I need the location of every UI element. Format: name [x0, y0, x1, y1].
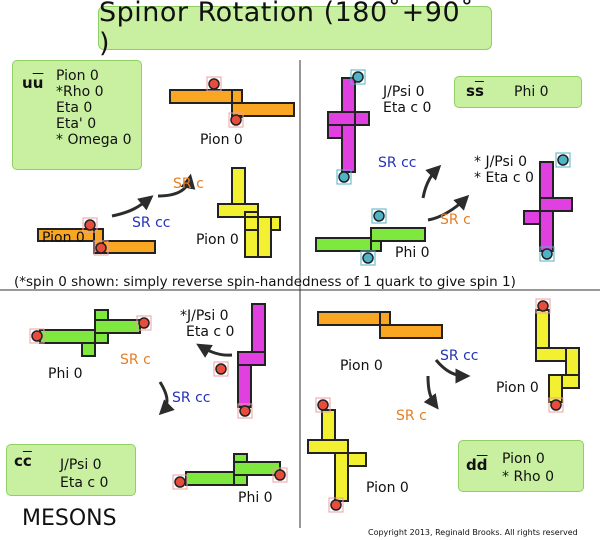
cc-bottom-label: Phi 0	[238, 490, 273, 506]
cc-left-label: Phi 0	[48, 366, 83, 382]
ss-bottom-label: Phi 0	[395, 245, 430, 261]
particle-row: *Rho 0	[56, 84, 104, 100]
cc-right-pair	[237, 303, 266, 408]
quark-pair-label: dd	[466, 456, 488, 474]
cc-right-spins	[213, 361, 253, 419]
sr-cc-label: SR cc	[132, 215, 171, 231]
particle-row: Pion 0	[56, 68, 99, 84]
label-line: Eta c 0	[383, 100, 432, 116]
particle-row: * Rho 0	[502, 469, 554, 485]
sr-cc-arrow	[434, 359, 471, 384]
sr-c-arrow	[157, 173, 196, 198]
label-line: * Eta c 0	[474, 170, 534, 186]
particle-row: Eta' 0	[56, 116, 97, 132]
particle-row: Pion 0	[502, 451, 545, 467]
uu-right-pair	[217, 167, 281, 258]
sr-c-arrow	[423, 375, 439, 410]
ss-bottom-pair	[315, 227, 426, 252]
particle-row: Eta c 0	[60, 475, 109, 491]
label-line: *J/Psi 0	[180, 308, 229, 324]
particle-row: Eta 0	[56, 100, 93, 116]
sr-c-label: SR c	[440, 212, 471, 228]
particle-row: J/Psi 0	[60, 457, 102, 473]
sr-cc-label: SR cc	[440, 348, 479, 364]
dd-bottom-spins	[315, 397, 344, 513]
quark-bar	[169, 89, 233, 104]
cc-panel	[6, 444, 136, 496]
spin-note: (*spin 0 shown: simply reverse spin-hand…	[14, 274, 516, 290]
ss-particle: Phi 0	[514, 84, 549, 100]
dd-right-spins	[535, 298, 564, 413]
sr-c-label: SR c	[396, 408, 427, 424]
category-label: MESONS	[22, 506, 117, 531]
dd-top-pair	[317, 311, 443, 339]
quark-pair-label: ss	[466, 82, 484, 100]
particle-row: * Omega 0	[56, 132, 132, 148]
sr-cc-arrow	[421, 164, 442, 199]
uu-right-label: Pion 0	[196, 232, 239, 248]
dd-bottom-pair	[307, 409, 367, 502]
dd-bottom-label: Pion 0	[366, 480, 409, 496]
uu-left-label: Pion 0	[42, 230, 85, 246]
sr-cc-arrow	[196, 343, 233, 358]
sr-cc-label: SR cc	[172, 390, 211, 406]
quark-pair-label: cc	[14, 452, 32, 470]
sr-c-label: SR c	[173, 176, 204, 192]
cc-left-spins	[29, 315, 152, 344]
label-line: Eta c 0	[186, 324, 235, 340]
sr-c-arrow	[158, 381, 175, 416]
dd-particle-list: Pion 0 * Rho 0	[502, 450, 554, 486]
ss-panel	[454, 76, 582, 108]
ss-bottom-spins	[360, 208, 387, 266]
quark-bar	[231, 102, 295, 117]
ss-top-spins	[336, 69, 366, 185]
ss-right-labels: * J/Psi 0 * Eta c 0	[474, 154, 534, 186]
uu-top-pair	[169, 89, 295, 118]
label-line: J/Psi 0	[383, 84, 425, 100]
sr-cc-label: SR cc	[378, 155, 417, 171]
uu-left-spins	[82, 217, 109, 256]
cc-left-pair	[39, 309, 141, 357]
cc-bottom-spins	[172, 467, 288, 490]
label-line: * J/Psi 0	[474, 154, 528, 170]
sr-c-label: SR c	[120, 352, 151, 368]
quark-pair-label: uu	[22, 74, 44, 92]
uu-panel	[12, 60, 142, 170]
cc-particle-list: J/Psi 0 Eta c 0	[60, 456, 108, 492]
cc-top-labels: *J/Psi 0 Eta c 0	[180, 308, 234, 340]
ss-top-pair	[327, 77, 370, 173]
ss-top-labels: J/Psi 0 Eta c 0	[383, 84, 431, 116]
dd-right-pair	[535, 309, 580, 403]
dd-panel	[458, 440, 584, 492]
sr-c-arrow	[427, 194, 470, 222]
ss-right-spins	[539, 152, 571, 262]
copyright: Copyright 2013, Reginald Brooks. All rig…	[368, 528, 578, 537]
dd-top-label: Pion 0	[340, 358, 383, 374]
cc-bottom-pair	[185, 453, 281, 486]
uu-particle-list: Pion 0 *Rho 0 Eta 0 Eta' 0 * Omega 0	[56, 68, 132, 148]
uu-top-spins	[206, 76, 244, 128]
dd-right-label: Pion 0	[496, 380, 539, 396]
sr-cc-arrow	[111, 195, 154, 218]
uu-top-label: Pion 0	[200, 132, 243, 148]
